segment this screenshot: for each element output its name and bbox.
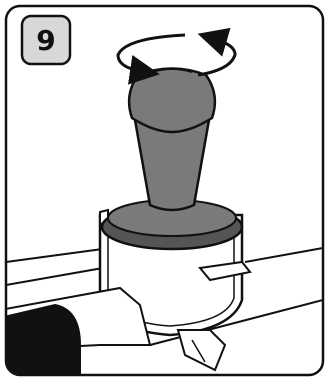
counter-edge	[6, 248, 110, 262]
tamper	[102, 69, 242, 250]
step-badge	[22, 16, 70, 64]
counter-right-line	[245, 248, 323, 262]
handle	[0, 305, 80, 381]
